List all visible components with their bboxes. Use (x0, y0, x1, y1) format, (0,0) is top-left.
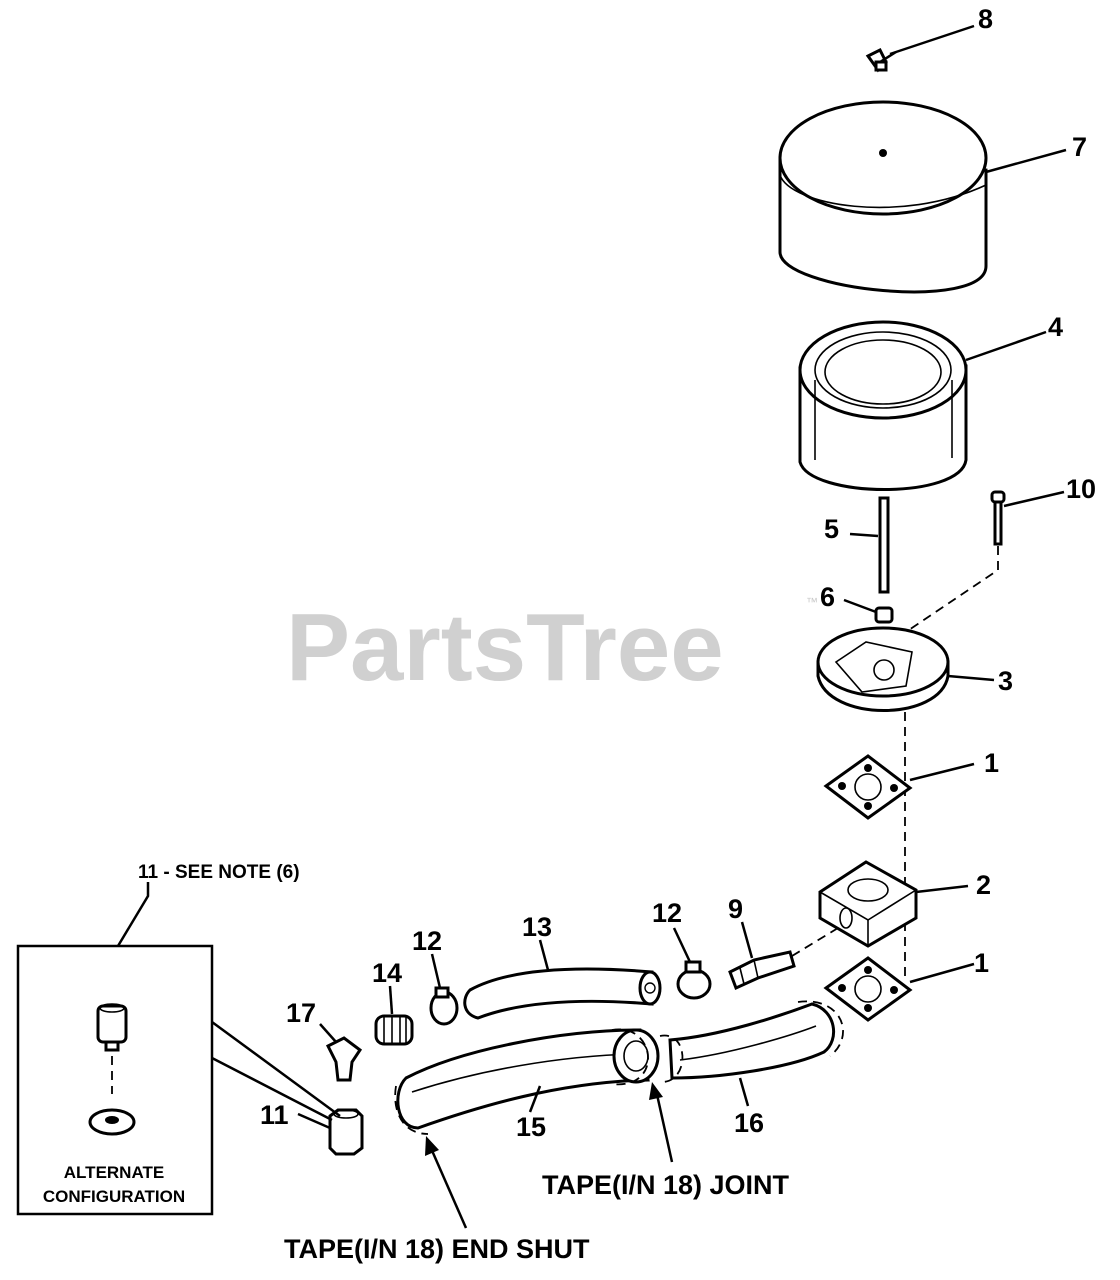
callout-12-right: 12 (652, 898, 682, 928)
part-6-nut[interactable] (874, 606, 894, 624)
callout-12-left: 12 (412, 926, 442, 956)
part-4-filter-element[interactable] (798, 320, 968, 491)
caption-arrows (425, 1082, 674, 1229)
part-12-clamp-left[interactable] (429, 986, 459, 1026)
caption-tape-end-shut: TAPE(I/N 18) END SHUT (284, 1234, 590, 1264)
callout-16: 16 (734, 1108, 764, 1138)
inset-washer (88, 1108, 136, 1136)
caption-tape-joint: TAPE(I/N 18) JOINT (542, 1170, 790, 1200)
callout-7: 7 (1072, 132, 1087, 162)
callout-5: 5 (824, 514, 839, 544)
part-15-long-hose[interactable] (396, 1028, 660, 1130)
callout-6: 6 (820, 582, 835, 612)
callout-2: 2 (976, 870, 991, 900)
leader-lines (297, 24, 1067, 1130)
inset-note: 11 - SEE NOTE (6) (138, 862, 300, 883)
callout-10: 10 (1066, 474, 1096, 504)
part-13-short-hose[interactable] (463, 967, 662, 1020)
callout-9: 9 (728, 894, 743, 924)
inset-fitting (96, 1003, 128, 1052)
inset-caption-line2: CONFIGURATION (43, 1187, 185, 1206)
callout-13: 13 (522, 912, 552, 942)
callout-8: 8 (978, 4, 993, 34)
callout-14: 14 (372, 958, 402, 988)
part-3-base[interactable] (816, 626, 950, 712)
part-1-gasket-lower[interactable] (823, 956, 913, 1022)
callout-11: 11 (260, 1100, 289, 1130)
part-2-adapter[interactable] (818, 860, 918, 948)
inset-caption-line1: ALTERNATE (64, 1163, 164, 1182)
part-5-stud[interactable] (878, 496, 890, 594)
part-17-elbow[interactable] (325, 1036, 363, 1082)
callout-1-lower: 1 (974, 948, 989, 978)
watermark-trademark: ™ (806, 595, 818, 609)
callout-4: 4 (1048, 312, 1063, 342)
part-9-fitting[interactable] (728, 950, 796, 991)
part-1-gasket-upper[interactable] (823, 754, 913, 820)
callout-1-upper: 1 (984, 748, 999, 778)
part-14-spring[interactable] (374, 1014, 414, 1046)
alternate-configuration-inset (16, 882, 341, 1216)
callout-3: 3 (998, 666, 1013, 696)
part-16-hose[interactable] (668, 1002, 835, 1080)
callout-15: 15 (516, 1112, 546, 1142)
callout-17: 17 (286, 998, 316, 1028)
watermark: PartsTree (286, 594, 724, 701)
part-11-fitting[interactable] (328, 1108, 364, 1156)
part-12-clamp-right[interactable] (676, 960, 712, 1000)
part-7-cover[interactable] (778, 100, 988, 294)
part-10-bolt[interactable] (990, 490, 1006, 546)
